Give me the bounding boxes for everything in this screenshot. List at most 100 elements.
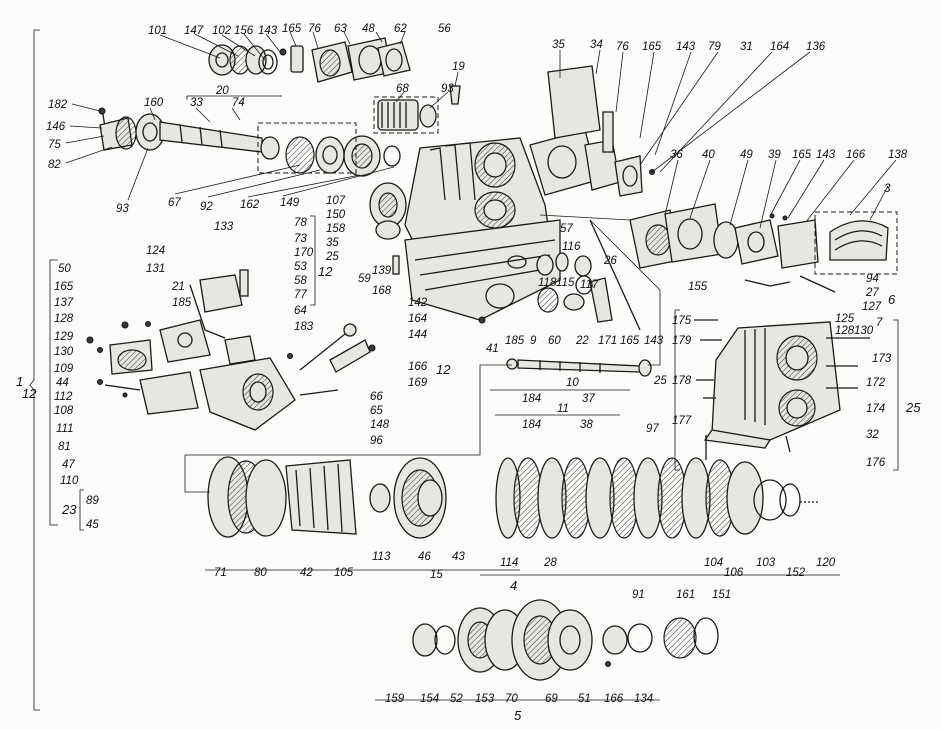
label: 134 [634,693,653,705]
label: 27 [865,287,879,299]
label: 64 [294,305,307,317]
right-cover-group [629,203,898,293]
label: 97 [646,423,659,435]
label: 39 [768,149,781,161]
label: 60 [548,335,561,347]
label: 130 [54,346,74,358]
label: 137 [54,297,74,309]
label: 67 [168,197,181,209]
label: 80 [254,567,267,579]
label: 177 [672,415,692,427]
label: 174 [866,403,885,415]
label: 124 [146,245,165,257]
label: 143 [258,25,278,37]
label: 19 [452,61,465,73]
label: 112 [54,391,73,403]
labels-left-mid: 50 165 137 128 129 130 109 44 112 108 11… [22,217,451,531]
label: 78 [294,217,307,229]
label: 109 [54,363,74,375]
label: 45 [86,519,99,531]
label: 31 [740,41,753,53]
label: 48 [362,23,375,35]
label: 159 [385,693,405,705]
label: 5 [514,708,522,723]
label: 77 [294,289,307,301]
label: 94 [866,273,879,285]
label: 101 [148,25,167,37]
label: 57 [560,223,573,235]
label: 164 [408,313,427,325]
labels-left-upper: 182 146 75 82 160 20 33 74 68 93 19 93 6… [46,61,465,215]
label: 104 [704,557,723,569]
label: 47 [62,459,75,471]
label: 115 [556,277,575,289]
label: 143 [644,335,664,347]
label: 149 [280,197,300,209]
top-left-parts [208,37,411,83]
label: 170 [294,247,314,259]
label: 25 [325,251,339,263]
label: 116 [562,241,581,253]
label: 158 [326,223,346,235]
label: 165 [620,335,640,347]
label: 103 [756,557,776,569]
label: 166 [846,149,866,161]
label: 89 [86,495,99,507]
label: 113 [372,551,391,563]
label: 74 [232,97,245,109]
label: 168 [372,285,392,297]
label: 52 [450,693,463,705]
clutch-pack-right [495,457,820,539]
label: 63 [334,23,347,35]
label: 166 [604,693,624,705]
label: 165 [792,149,812,161]
label: 71 [214,567,227,579]
label: 93 [441,83,454,95]
label: 9 [530,335,537,347]
label: 114 [500,557,518,569]
label: 169 [408,377,428,389]
center-small-parts [392,219,641,331]
label: 133 [214,221,234,233]
label: 161 [676,589,695,601]
label: 143 [816,149,836,161]
label: 120 [816,557,836,569]
label: 35 [552,39,565,51]
label: 12 [436,362,451,377]
left-mid-parts [86,269,376,431]
label: 117 [580,279,599,291]
label: 46 [418,551,431,563]
label: 25 [905,400,921,415]
label: 22 [575,335,589,347]
label: 50 [58,263,71,275]
label: 152 [786,567,806,579]
label: 44 [56,377,69,389]
label: 38 [580,419,593,431]
leader-lines [65,31,897,229]
label: 76 [616,41,629,53]
labels-right-upper: 36 40 49 39 165 143 166 138 3 155 94 27 … [670,149,908,337]
clutch-pack-left [207,456,447,539]
label: 51 [578,693,591,705]
label: 154 [420,693,439,705]
label: 23 [61,502,77,517]
label: 81 [58,441,71,453]
label: 70 [505,693,518,705]
label: 42 [300,567,313,579]
label: 165 [54,281,74,293]
right-housing [694,319,870,460]
label: 4 [510,578,517,593]
label: 35 [326,237,339,249]
label: 34 [590,39,603,51]
main-housing [369,137,561,324]
label: 127 [862,301,882,313]
label: 136 [806,41,826,53]
primary-shaft [98,85,461,177]
label: 182 [48,99,68,111]
label: 165 [282,23,302,35]
label: 33 [190,97,203,109]
label: 164 [770,41,789,53]
label: 62 [394,23,407,35]
